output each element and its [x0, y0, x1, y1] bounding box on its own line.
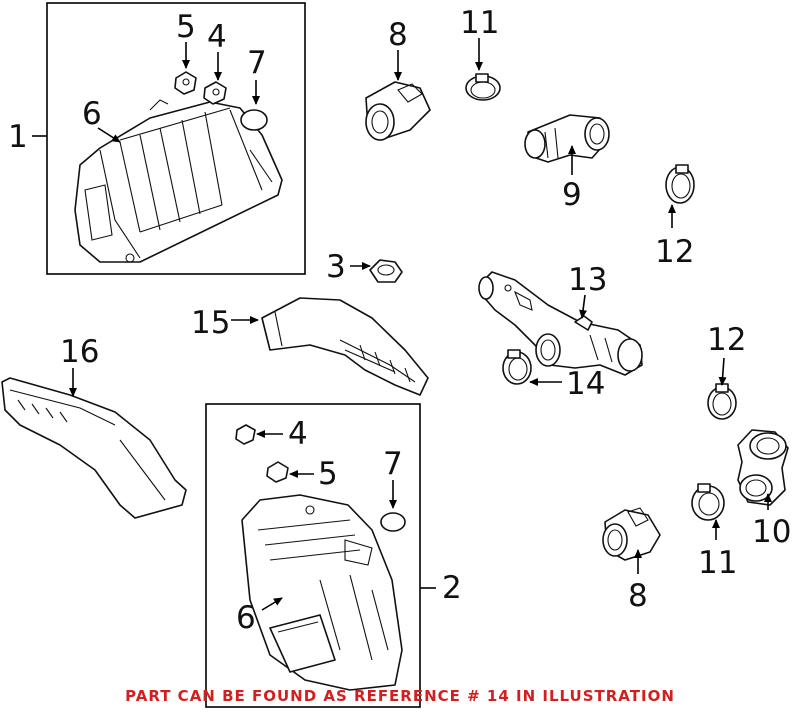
callout-16: 16 [60, 334, 99, 370]
hose-clamp-14 [502, 349, 532, 385]
hose-clamp-12-lower [707, 383, 737, 420]
callout-12-top: 12 [655, 234, 694, 270]
mass-air-flow-sensor-upper [365, 81, 431, 141]
air-cleaner-housing-upper [74, 99, 283, 263]
callout-13: 13 [568, 262, 607, 298]
intake-hose-10 [737, 429, 789, 506]
air-intake-duct-16 [1, 377, 187, 519]
callout-8-top: 8 [388, 17, 408, 53]
assembly-2-box [205, 403, 421, 708]
seal-ring-7-upper [240, 109, 268, 131]
reference-note: PART CAN BE FOUND AS REFERENCE # 14 IN I… [125, 687, 675, 705]
callout-6-bottom: 6 [236, 600, 256, 636]
callout-4-bottom: 4 [288, 416, 308, 452]
assembly-1-box [46, 2, 306, 275]
callout-11-bottom: 11 [698, 545, 737, 581]
hose-clamp-11-upper [465, 73, 501, 101]
hose-clamp-12-upper [665, 164, 695, 204]
air-cleaner-housing-lower [241, 494, 403, 691]
callout-11-top: 11 [460, 5, 499, 41]
callout-14: 14 [566, 366, 605, 402]
grommet-4-lower [235, 424, 256, 445]
grommet-3 [369, 259, 403, 283]
hose-clamp-11-lower [691, 483, 725, 521]
callout-8-bottom: 8 [628, 578, 648, 614]
callout-1: 1 [8, 119, 28, 155]
callout-9: 9 [562, 177, 582, 213]
callout-7-bottom: 7 [383, 446, 403, 482]
callout-3: 3 [326, 249, 346, 285]
grommet-5-upper [174, 71, 197, 95]
mass-air-flow-sensor-lower [602, 507, 661, 561]
intake-elbow-hose-9 [524, 114, 610, 163]
callout-5-bottom: 5 [318, 456, 338, 492]
callout-2: 2 [442, 570, 462, 606]
callout-4-top: 4 [207, 19, 227, 55]
intake-pipe-13 [478, 271, 643, 376]
seal-ring-7-lower [380, 512, 406, 532]
leader-arrows [69, 38, 772, 611]
callout-15: 15 [191, 305, 230, 341]
grommet-5-lower [266, 461, 289, 483]
callout-7-top: 7 [247, 45, 267, 81]
callout-12-bottom: 12 [707, 322, 746, 358]
callout-5-top: 5 [176, 9, 196, 45]
callout-6-top: 6 [82, 96, 102, 132]
air-intake-duct-15 [261, 297, 429, 396]
grommet-4-upper [203, 81, 227, 105]
callout-10: 10 [752, 514, 791, 550]
